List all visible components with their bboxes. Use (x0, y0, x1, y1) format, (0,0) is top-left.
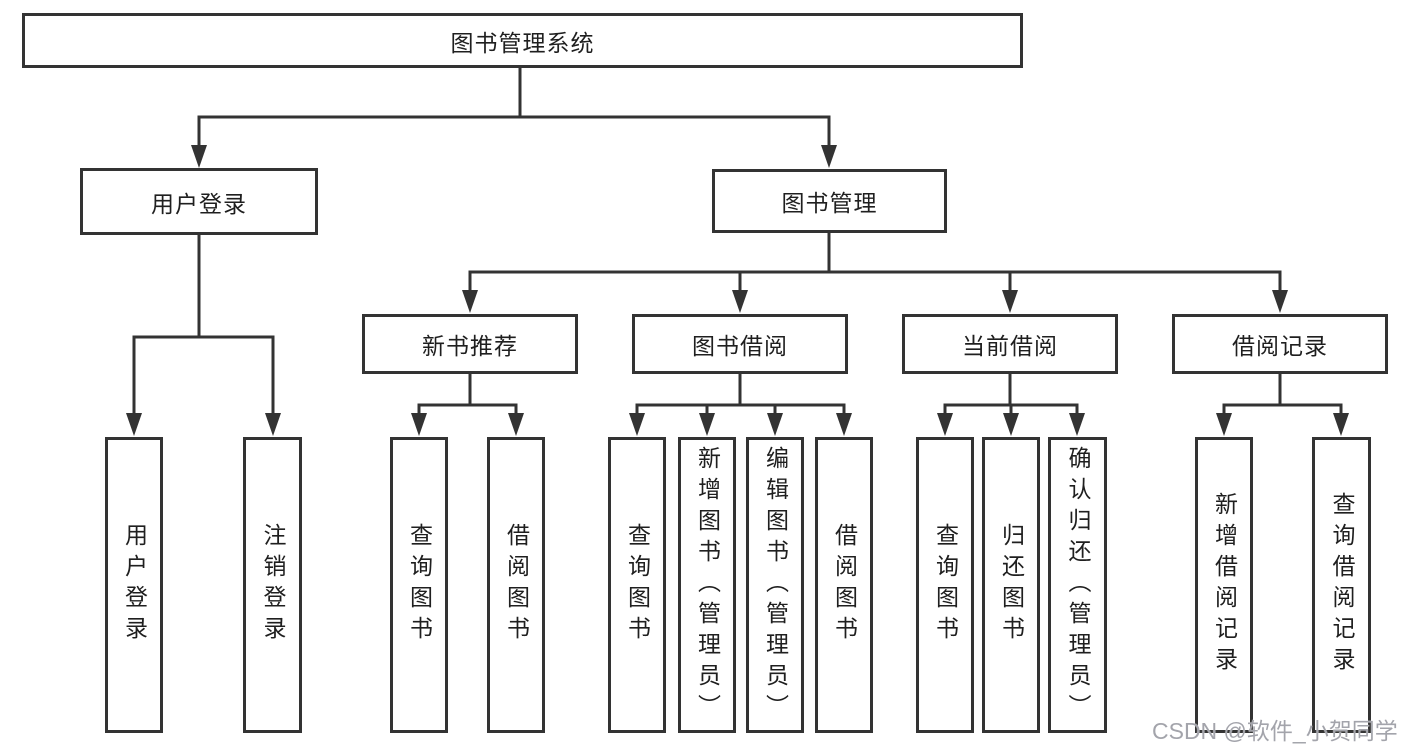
node-new-book-recommend-label: 新书推荐 (422, 333, 518, 359)
node-current-borrow-label: 当前借阅 (962, 333, 1058, 359)
leaf-borrow-books-recommend-label: 借阅图书 (503, 523, 530, 647)
leaf-borrow-books: 借阅图书 (815, 437, 873, 733)
leaf-query-books-borrow: 查询图书 (608, 437, 666, 733)
leaf-add-books-admin-label: 新增图书（管理员） (694, 445, 721, 725)
leaf-logout: 注销登录 (243, 437, 302, 733)
connector-user-login (132, 233, 275, 416)
node-new-book-recommend: 新书推荐 (362, 314, 578, 374)
connector-borrow-records (1222, 372, 1343, 416)
connector-book-borrow (635, 372, 846, 416)
leaf-return-books: 归还图书 (982, 437, 1040, 733)
connector-current-borrow (943, 372, 1079, 416)
leaf-add-borrow-record-label: 新增借阅记录 (1211, 492, 1238, 678)
leaf-query-books-borrow-label: 查询图书 (624, 523, 651, 647)
node-book-borrow-label: 图书借阅 (692, 333, 788, 359)
leaf-confirm-return-admin: 确认归还（管理员） (1048, 437, 1107, 733)
leaf-add-books-admin: 新增图书（管理员） (678, 437, 736, 733)
node-borrow-records-label: 借阅记录 (1232, 333, 1328, 359)
node-current-borrow: 当前借阅 (902, 314, 1118, 374)
connector-root (197, 66, 831, 148)
leaf-query-books-recommend-label: 查询图书 (406, 523, 433, 647)
node-root-label: 图书管理系统 (450, 29, 595, 56)
node-borrow-records: 借阅记录 (1172, 314, 1388, 374)
node-user-login: 用户登录 (80, 168, 318, 235)
node-book-management-label: 图书管理 (781, 190, 878, 216)
leaf-query-borrow-record: 查询借阅记录 (1312, 437, 1371, 733)
node-user-login-label: 用户登录 (151, 190, 247, 217)
leaf-borrow-books-recommend: 借阅图书 (487, 437, 545, 733)
leaf-logout-label: 注销登录 (260, 523, 286, 647)
connector-new-book (417, 372, 518, 416)
leaf-edit-books-admin: 编辑图书（管理员） (746, 437, 804, 733)
leaf-confirm-return-admin-label: 确认归还（管理员） (1065, 445, 1091, 725)
leaf-query-books-current: 查询图书 (916, 437, 974, 733)
leaf-user-login: 用户登录 (105, 437, 163, 733)
leaf-add-borrow-record: 新增借阅记录 (1195, 437, 1253, 733)
leaf-query-borrow-record-label: 查询借阅记录 (1329, 492, 1355, 678)
leaf-edit-books-admin-label: 编辑图书（管理员） (762, 445, 789, 725)
csdn-watermark: CSDN @软件_小贺同学 (1152, 718, 1398, 744)
leaf-query-books-current-label: 查询图书 (932, 523, 959, 647)
leaf-user-login-label: 用户登录 (121, 523, 148, 647)
leaf-query-books-recommend: 查询图书 (390, 437, 448, 733)
leaf-return-books-label: 归还图书 (998, 523, 1025, 647)
node-root: 图书管理系统 (22, 13, 1023, 68)
leaf-borrow-books-label: 借阅图书 (831, 523, 858, 647)
arrowheads (126, 145, 1349, 436)
node-book-management: 图书管理 (712, 169, 947, 233)
node-book-borrow: 图书借阅 (632, 314, 848, 374)
connector-book-management (468, 231, 1282, 293)
